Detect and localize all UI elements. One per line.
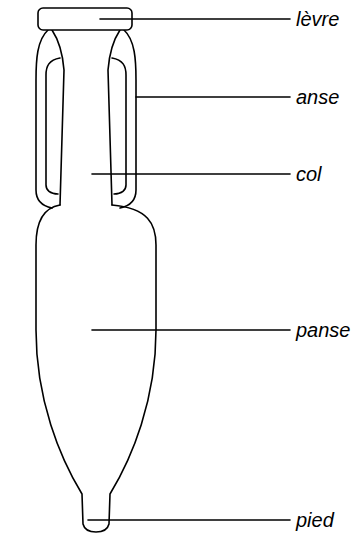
part-label: pied: [296, 508, 334, 532]
leader-line: [100, 18, 290, 20]
part-label: lèvre: [296, 7, 339, 31]
part-label: panse: [296, 318, 351, 342]
amphora-body: [36, 205, 156, 532]
amphora-handle: [120, 30, 136, 208]
part-label: col: [296, 162, 322, 186]
part-label: anse: [296, 85, 339, 109]
amphora-neck: [108, 30, 120, 205]
leader-line: [92, 173, 290, 175]
leader-line: [88, 519, 290, 521]
amphora-handle: [46, 58, 60, 194]
amphora-handle: [36, 30, 52, 208]
leader-line: [136, 96, 290, 98]
amphora-neck: [52, 30, 64, 205]
leader-line: [92, 329, 290, 331]
